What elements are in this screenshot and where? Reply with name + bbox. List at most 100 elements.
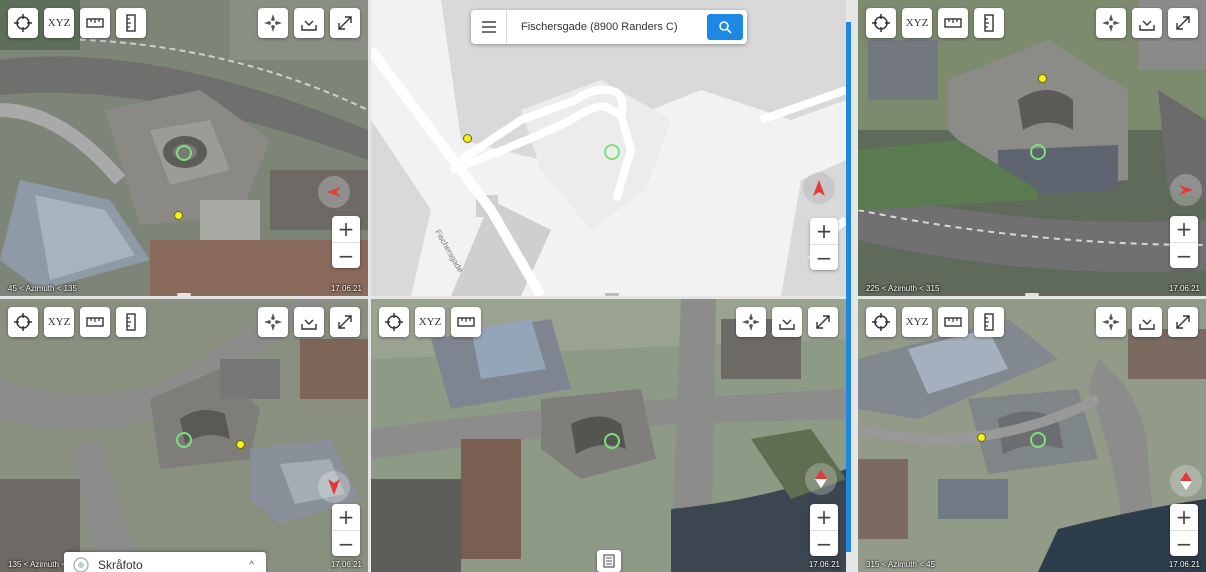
compass-button[interactable] <box>736 307 766 337</box>
xyz-button[interactable]: XYZ <box>44 8 74 38</box>
fullscreen-button[interactable] <box>1168 8 1198 38</box>
download-button[interactable] <box>294 8 324 38</box>
resize-handle[interactable] <box>1025 293 1039 296</box>
download-button[interactable] <box>1132 307 1162 337</box>
compass-button[interactable] <box>1096 307 1126 337</box>
zoom-in-button[interactable]: + <box>1175 505 1193 529</box>
resize-handle[interactable] <box>177 293 191 296</box>
download-button[interactable] <box>294 307 324 337</box>
locate-button[interactable] <box>8 8 38 38</box>
compass-rose-icon <box>264 14 282 32</box>
compass-button[interactable] <box>258 8 288 38</box>
report-button[interactable] <box>597 550 621 572</box>
download-button[interactable] <box>772 307 802 337</box>
north-arrow <box>1170 174 1202 206</box>
locate-button[interactable] <box>8 307 38 337</box>
zoom-out-button[interactable]: − <box>1170 242 1198 268</box>
zoom-control: + − <box>332 504 360 556</box>
zoom-in-button[interactable]: + <box>815 505 833 529</box>
locate-button[interactable] <box>866 307 896 337</box>
ruler-icon <box>944 317 962 327</box>
north-arrow-icon <box>328 479 340 495</box>
vertical-ruler-icon <box>126 313 136 331</box>
zoom-in-button[interactable]: + <box>815 219 833 243</box>
fullscreen-button[interactable] <box>808 307 838 337</box>
search-button[interactable] <box>707 14 743 40</box>
expand-icon <box>338 16 352 30</box>
north-arrow-icon <box>1180 472 1192 490</box>
zoom-out-button[interactable]: − <box>332 530 360 556</box>
position-marker <box>1030 432 1046 448</box>
zoom-in-button[interactable]: + <box>1175 217 1193 241</box>
azimuth-label: 45 < Azimuth < 135 <box>8 284 77 293</box>
measure-button[interactable] <box>938 307 968 337</box>
date-label: 17.06.21 <box>330 560 362 569</box>
zoom-control: + − <box>810 504 838 556</box>
measure-button[interactable] <box>80 8 110 38</box>
location-dot <box>1038 74 1047 83</box>
oblique-pane-1[interactable]: XYZ + − 45 < Azimuth < 135 17.06.21 <box>0 0 368 296</box>
vertical-ruler-icon <box>984 313 994 331</box>
oblique-pane-5[interactable]: XYZ + − 315 < Azimuth < 45 17.06.21 <box>858 299 1206 572</box>
fullscreen-button[interactable] <box>330 8 360 38</box>
xyz-button[interactable]: XYZ <box>44 307 74 337</box>
measure-button[interactable] <box>938 8 968 38</box>
aperture-icon <box>73 557 89 572</box>
compass-rose-icon <box>1102 313 1120 331</box>
oblique-pane-3[interactable]: XYZ + − 135 < Azimuth < 225 17.06.21 Skr… <box>0 299 368 572</box>
locate-button[interactable] <box>866 8 896 38</box>
zoom-out-button[interactable]: − <box>810 244 838 270</box>
zoom-out-button[interactable]: − <box>332 242 360 268</box>
zoom-out-button[interactable]: − <box>810 530 838 556</box>
xyz-button[interactable]: XYZ <box>902 8 932 38</box>
toolbar-left: XYZ <box>8 307 146 337</box>
expand-icon <box>1176 16 1190 30</box>
compass-rose-icon <box>264 313 282 331</box>
pane-divider[interactable] <box>846 22 851 552</box>
height-button[interactable] <box>116 307 146 337</box>
location-dot <box>463 134 472 143</box>
panel-title: Skråfoto <box>98 558 143 572</box>
toolbar-right <box>258 8 360 38</box>
zoom-control: + − <box>332 216 360 268</box>
xyz-button[interactable]: XYZ <box>902 307 932 337</box>
chevron-up-icon[interactable]: ^ <box>249 559 254 571</box>
ruler-icon <box>944 18 962 28</box>
xyz-button[interactable]: XYZ <box>415 307 445 337</box>
azimuth-label: 315 < Azimuth < 45 <box>866 560 935 569</box>
toolbar-left: XYZ <box>8 8 146 38</box>
vector-map-pane[interactable]: Fischersgade Fischersgade (8900 Randers … <box>371 0 846 296</box>
crosshair-icon <box>872 14 890 32</box>
compass-button[interactable] <box>258 307 288 337</box>
vertical-ruler-icon <box>984 14 994 32</box>
oblique-pane-2[interactable]: XYZ + − 225 < Azimuth < 315 17.06.21 <box>858 0 1206 296</box>
north-arrow <box>803 172 835 204</box>
position-marker <box>604 144 620 160</box>
compass-button[interactable] <box>1096 8 1126 38</box>
north-arrow-icon <box>327 187 341 197</box>
position-marker <box>176 432 192 448</box>
north-arrow-icon <box>815 470 827 488</box>
height-button[interactable] <box>974 8 1004 38</box>
oblique-pane-4[interactable]: XYZ + − 17.06.21 <box>371 299 846 572</box>
toolbar-right <box>1096 8 1198 38</box>
toolbar-right <box>258 307 360 337</box>
download-button[interactable] <box>1132 8 1162 38</box>
menu-button[interactable] <box>471 10 507 44</box>
fullscreen-button[interactable] <box>330 307 360 337</box>
resize-handle[interactable] <box>605 293 619 296</box>
height-button[interactable] <box>974 307 1004 337</box>
fullscreen-button[interactable] <box>1168 307 1198 337</box>
zoom-in-button[interactable]: + <box>337 505 355 529</box>
measure-button[interactable] <box>80 307 110 337</box>
zoom-control: + − <box>1170 504 1198 556</box>
measure-button[interactable] <box>451 307 481 337</box>
search-input[interactable]: Fischersgade (8900 Randers C) <box>521 21 678 33</box>
oblique-photo-panel[interactable]: Skråfoto ^ <box>64 552 266 572</box>
height-button[interactable] <box>116 8 146 38</box>
download-icon <box>779 319 795 330</box>
locate-button[interactable] <box>379 307 409 337</box>
zoom-in-button[interactable]: + <box>337 217 355 241</box>
zoom-out-button[interactable]: − <box>1170 530 1198 556</box>
crosshair-icon <box>14 14 32 32</box>
